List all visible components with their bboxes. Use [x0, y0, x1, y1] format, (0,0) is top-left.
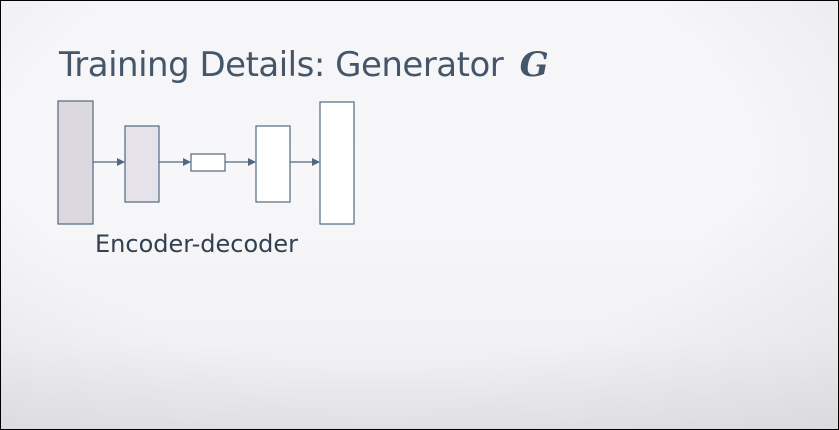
encoder-block — [124, 125, 160, 203]
slide-title-text: Training Details: Generator — [59, 45, 514, 85]
diagram-caption: Encoder-decoder — [95, 230, 298, 258]
decoder-block — [255, 125, 291, 203]
input-block — [57, 100, 94, 225]
output-block — [319, 101, 355, 225]
bottleneck-block — [190, 153, 226, 172]
slide-title: Training Details: Generator G — [59, 43, 549, 87]
generator-symbol: G — [519, 45, 549, 85]
